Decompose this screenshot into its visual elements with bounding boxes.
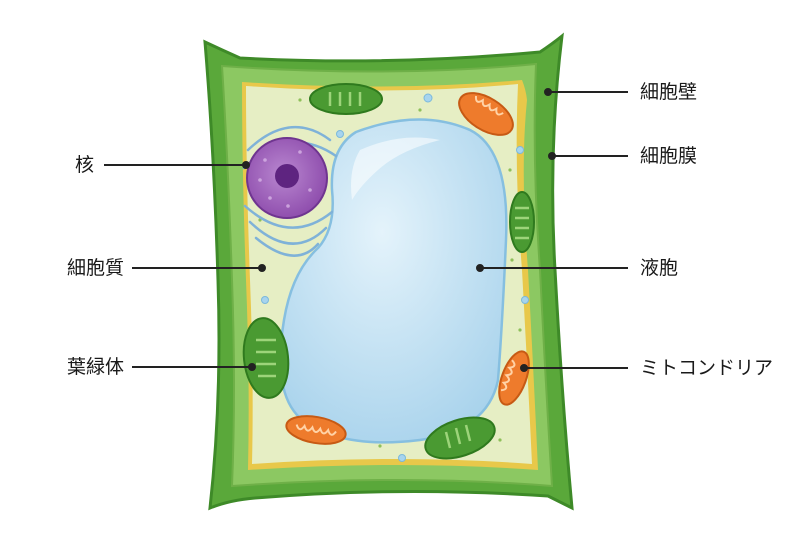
label-vacuole: 液胞 [640,257,679,279]
vacuole [279,118,508,444]
label-chloroplast: 葉緑体 [66,356,124,378]
mitochondrion-bottom [285,415,347,445]
chloroplast-top [309,83,383,115]
label-mitochondria: ミトコンドリア [640,357,774,379]
label-cytoplasm: 細胞質 [66,257,124,279]
leader-lines [104,88,628,372]
chloroplast-bottom [424,416,496,460]
label-cell-wall: 細胞壁 [640,81,698,103]
vacuole-highlight [351,137,440,200]
nucleus [246,137,328,219]
label-cell-membrane: 細胞膜 [640,145,698,167]
label-nucleus: 核 [74,154,94,176]
chloroplast-right [509,191,535,253]
mitochondrion-top [458,92,514,136]
cytoplasm-vesicles [261,93,529,462]
chloroplast-left [242,317,290,399]
mitochondrion-right [498,350,530,406]
